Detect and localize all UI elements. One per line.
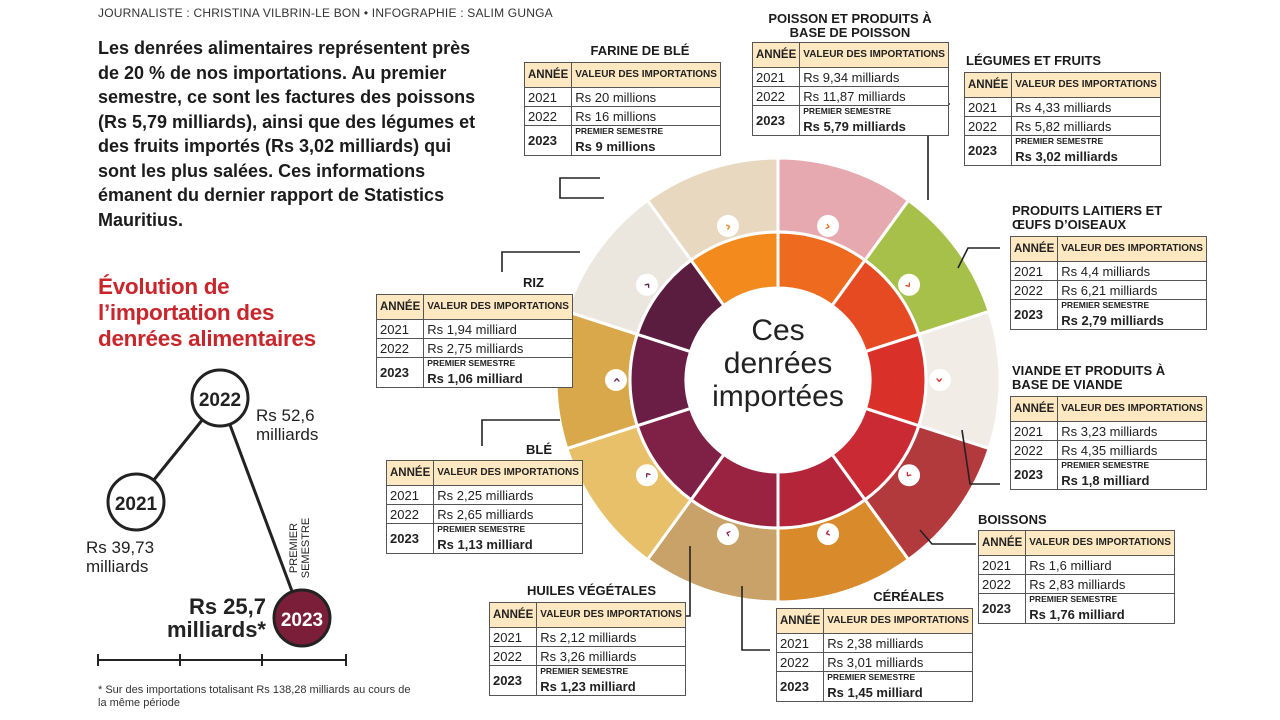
arrow-viande	[961, 429, 1000, 485]
wheel-marker	[716, 214, 739, 237]
evolution-value-2021: Rs 39,73 milliards	[86, 538, 155, 576]
evolution-value-2022: Rs 52,6 milliards	[256, 406, 319, 444]
evolution-point-2021	[106, 472, 166, 532]
footnote: * Sur des importations totalisant Rs 138…	[98, 684, 411, 709]
wheel-center-line-3: importées	[712, 380, 844, 413]
credits: JOURNALISTE : CHRISTINA VILBRIN-LE BON •…	[98, 6, 553, 20]
chevron-icon: ›	[931, 377, 947, 383]
category-title-riz: RIZ	[523, 275, 544, 290]
category-title-farine: FARINE DE BLÉ	[590, 43, 690, 58]
evolution-line-2	[218, 397, 304, 619]
chevron-icon: ›	[609, 377, 625, 383]
category-title-ble: BLÉ	[526, 442, 552, 457]
evolution-point-2023	[272, 588, 332, 648]
wheel-center-line-1: Ces	[751, 314, 804, 347]
category-title-viande: VIANDE ET PRODUITS À BASE DE VIANDE	[1012, 363, 1166, 392]
wheel-marker	[898, 464, 921, 487]
wheel-center-line-2: denrées	[724, 347, 832, 380]
wheel-marker	[635, 464, 658, 487]
evolution-year-2021: 2021	[115, 494, 158, 515]
arrow-ble	[481, 419, 560, 446]
chevron-icon: ›	[823, 525, 833, 542]
evolution-value-2023: Rs 25,7 milliards*	[166, 594, 266, 642]
evolution-year-2023: 2023	[281, 610, 323, 631]
evolution-title: Évolution de l’importation des denrées a…	[98, 274, 316, 351]
category-title-legumes: LÉGUMES ET FRUITS	[966, 53, 1102, 68]
chevron-icon: ›	[823, 218, 833, 235]
category-title-huiles: HUILES VÉGÉTALES	[526, 583, 656, 598]
arrow-laitiers	[957, 247, 1000, 269]
wheel-marker	[716, 523, 739, 546]
evolution-point-2022	[190, 368, 250, 428]
arrow-riz	[501, 251, 580, 272]
intro-text: Les denrées alimentaires représentent pr…	[98, 38, 476, 230]
wheel-marker	[929, 369, 951, 391]
arrow-farine	[559, 177, 604, 199]
evolution-year-2022: 2022	[199, 390, 241, 411]
category-title-laitiers: PRODUITS LAITIERS ET ŒUFS D’OISEAUX	[1012, 203, 1163, 232]
chevron-icon: ›	[723, 218, 733, 235]
evolution-chart: 2021 2022 2023	[97, 368, 347, 666]
wheel-marker	[817, 523, 840, 546]
wheel-marker	[605, 369, 627, 391]
category-title-poisson: POISSON ET PRODUITS À BASE DE POISSON	[768, 11, 932, 40]
wheel-marker	[635, 273, 658, 296]
wheel-marker	[898, 273, 921, 296]
chevron-icon: ›	[723, 525, 733, 542]
arrow-cereales	[741, 586, 770, 651]
wheel-marker	[817, 214, 840, 237]
category-title-cereales: CÉRÉALES	[873, 589, 944, 604]
wheel-color-segment	[635, 258, 727, 354]
arrow-boissons	[919, 529, 976, 545]
category-title-boissons: BOISSONS	[978, 512, 1047, 527]
